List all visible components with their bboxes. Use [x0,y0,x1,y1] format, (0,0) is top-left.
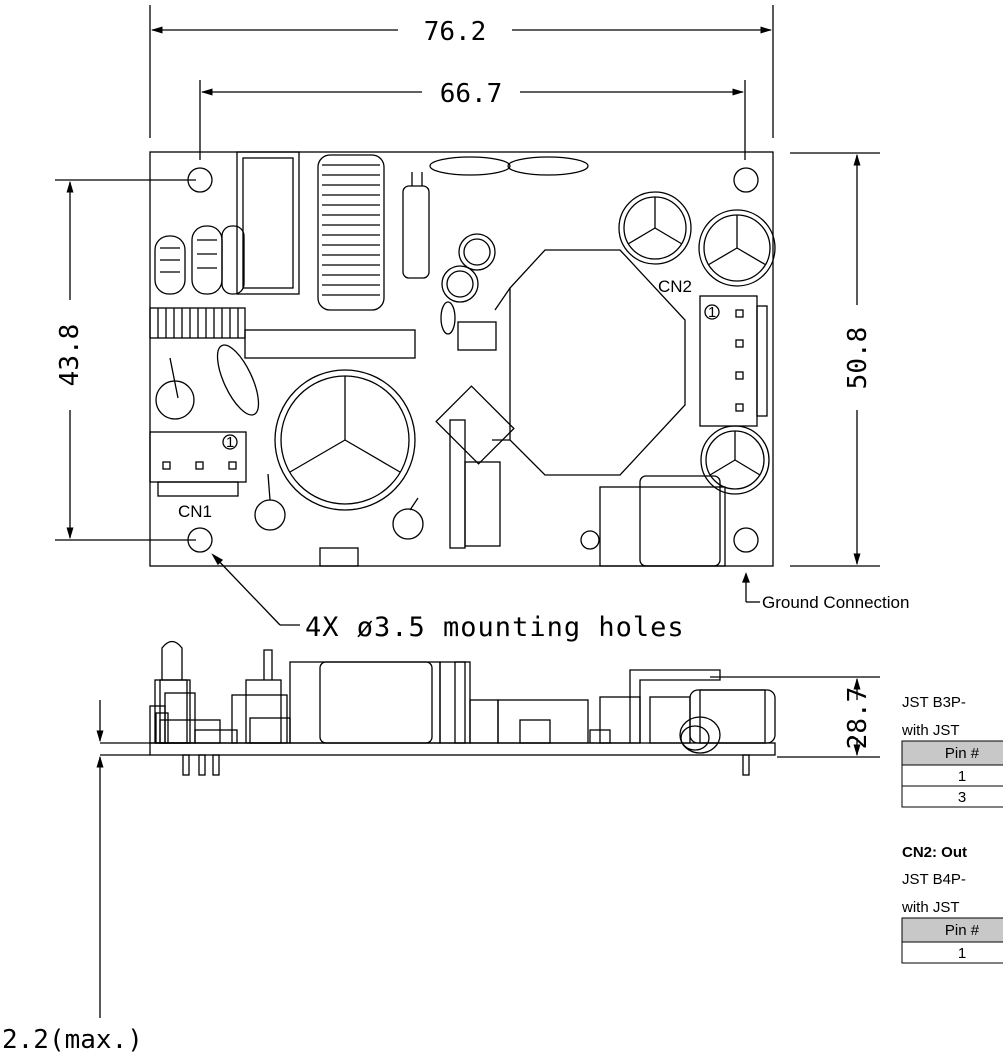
cn2-pin1-mark: 1 [708,304,716,321]
top-view [55,5,880,626]
cn2-connector [699,295,768,427]
pcb-outline [149,151,774,567]
mounting-hole [187,167,213,193]
cn2-info: CN2: Out JST B4P- with JST Pin # 1 [901,844,1003,964]
cn2-table-header: Pin # [945,922,980,939]
dimension-text-43-8: 43.8 [55,324,85,387]
cn1-connector [149,431,247,497]
cn1-pin1-mark: 1 [226,434,234,451]
cn1-part-line1: JST B3P- [902,694,966,711]
dimension-text-50-8: 50.8 [843,327,873,390]
cn1-info: JST B3P- with JST Pin # 1 3 [901,694,1003,808]
cn1-table-header: Pin # [945,745,980,762]
transformer [236,151,300,295]
cn2-label: CN2 [658,277,692,296]
mounting-hole [733,527,759,553]
cn2-title: CN2: Out [902,844,967,861]
ground-connection-label: Ground Connection [762,593,909,612]
dimension-text-2-2: 2.2(max.) [2,1025,143,1055]
mounting-hole [187,527,213,553]
side-pcb [149,742,776,756]
cn1-table-row: 1 [958,768,966,785]
choke-coils [154,225,245,295]
cn2-table-row: 1 [958,945,966,962]
power-heatsink [509,249,686,476]
cn1-part-line2: with JST [901,722,960,739]
dimension-text-28-7: 28.7 [843,687,873,750]
bulk-capacitor [274,369,416,511]
cn2-part-line1: JST B4P- [902,871,966,888]
ground-connection-marker [742,572,760,603]
dimension-text-76-2: 76.2 [424,17,487,47]
output-capacitors [618,191,776,495]
cn1-label: CN1 [178,502,212,521]
side-view [96,640,880,1018]
mounting-holes-callout: 4X ø3.5 mounting holes [305,612,685,643]
mounting-hole [733,167,759,193]
dimension-text-66-7: 66.7 [440,79,503,109]
toroid-coil [317,154,385,311]
cn2-part-line2: with JST [901,899,960,916]
cn1-table-row: 3 [958,789,966,806]
mounting-holes-leader [211,553,300,626]
